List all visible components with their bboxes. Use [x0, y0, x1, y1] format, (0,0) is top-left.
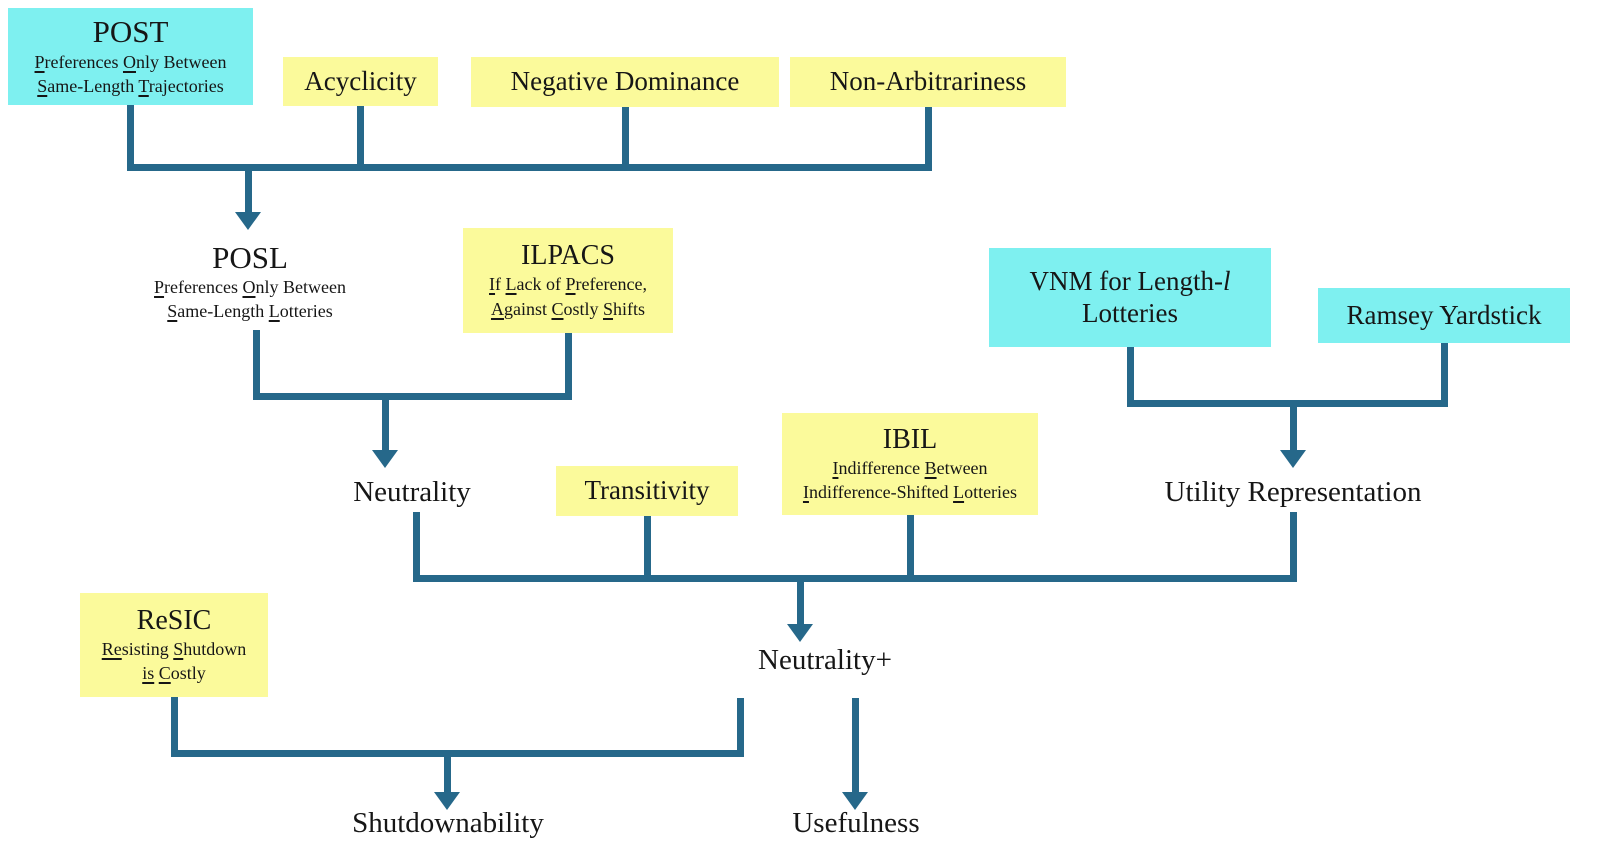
ibil-subtitle-line-2: Indifference-Shifted Lotteries [802, 482, 1018, 503]
arrow-to-usefulness-icon [842, 792, 868, 810]
vnm-label-line-1: VNM for Length-l [1029, 266, 1231, 297]
neutrality-plus-node: Neutrality+ [705, 641, 945, 681]
ibil-box: IBIL Indifference Between Indifference-S… [782, 413, 1038, 515]
acyclicity-leg [357, 106, 364, 171]
ibil-subtitle-line-1: Indifference Between [832, 457, 988, 478]
non-arbitrariness-box: Non-Arbitrariness [790, 57, 1066, 107]
post-subtitle-line-1: Preferences Only Between [34, 51, 227, 72]
resic-subtitle-line-2: is Costly [142, 663, 206, 684]
arrow-to-utility-representation-icon [1280, 450, 1306, 468]
arrow-to-neutrality-plus-icon [787, 624, 813, 642]
ramsey-yardstick-box: Ramsey Yardstick [1318, 288, 1570, 343]
usefulness-node: Usefulness [716, 804, 996, 844]
utility-representation-label: Utility Representation [1164, 476, 1422, 509]
posl-node: POSL Preferences Only Between Same-Lengt… [130, 234, 370, 330]
neutrality-label: Neutrality [353, 476, 471, 509]
negative-dominance-box: Negative Dominance [471, 57, 779, 107]
posl-subtitle-line-1: Preferences Only Between [154, 277, 346, 298]
ramsey-yardstick-label: Ramsey Yardstick [1346, 299, 1542, 330]
transitivity-box: Transitivity [556, 466, 738, 516]
connector-c-drop [1290, 400, 1297, 450]
ilpacs-subtitle-line-1: If Lack of Preference, [489, 274, 647, 295]
post-title: POST [92, 14, 169, 50]
ibil-leg [907, 515, 914, 582]
connector-b-drop [382, 393, 389, 450]
vnm-box: VNM for Length-l Lotteries [989, 248, 1271, 347]
non-arbitrariness-leg [925, 107, 932, 171]
resic-subtitle-line-1: Resisting Shutdown [101, 638, 247, 659]
transitivity-label: Transitivity [584, 475, 710, 506]
connector-a-bus [127, 164, 932, 171]
resic-title: ReSIC [136, 604, 212, 636]
negative-dominance-leg [622, 107, 629, 171]
posl-subtitle-line-2: Same-Length Lotteries [167, 301, 333, 322]
resic-leg [171, 697, 178, 757]
connector-d-bus [413, 575, 1297, 582]
arrow-to-posl-icon [235, 212, 261, 230]
connector-c-bus [1127, 400, 1448, 407]
connector-a-drop [245, 164, 252, 212]
connector-e-bus [171, 750, 744, 757]
posl-title: POSL [212, 239, 288, 275]
utility-representation-leg [1290, 512, 1297, 582]
ilpacs-leg [565, 333, 572, 400]
connector-b-bus [253, 393, 572, 400]
connector-d-drop [797, 575, 804, 624]
negative-dominance-label: Negative Dominance [510, 66, 740, 97]
ilpacs-box: ILPACS If Lack of Preference, Against Co… [463, 228, 673, 333]
transitivity-leg [644, 516, 651, 582]
acyclicity-box: Acyclicity [283, 57, 438, 106]
non-arbitrariness-label: Non-Arbitrariness [829, 66, 1027, 97]
shutdownability-label: Shutdownability [352, 807, 544, 840]
shutdownability-node: Shutdownability [308, 804, 588, 844]
ramsey-leg [1441, 343, 1448, 407]
post-leg [127, 105, 134, 171]
posl-leg [253, 330, 260, 400]
vnm-label-line-2: Lotteries [1082, 297, 1178, 328]
vnm-leg [1127, 347, 1134, 407]
connector-e-drop [444, 750, 451, 792]
neutrality-node: Neutrality [312, 474, 512, 512]
arrow-to-shutdownability-icon [434, 792, 460, 810]
usefulness-label: Usefulness [792, 807, 920, 840]
ibil-title: IBIL [882, 423, 938, 455]
neutrality-plus-left-leg [737, 698, 744, 757]
arrow-to-neutrality-icon [372, 450, 398, 468]
utility-representation-node: Utility Representation [1123, 474, 1463, 512]
neutrality-leg [413, 512, 420, 582]
acyclicity-label: Acyclicity [304, 65, 417, 96]
resic-box: ReSIC Resisting Shutdown is Costly [80, 593, 268, 697]
ilpacs-title: ILPACS [521, 240, 615, 272]
neutrality-plus-label: Neutrality+ [758, 644, 892, 677]
neutrality-plus-down-leg [852, 698, 859, 792]
ilpacs-subtitle-line-2: Against Costly Shifts [490, 298, 646, 319]
post-box: POST Preferences Only Between Same-Lengt… [8, 8, 253, 105]
post-subtitle-line-2: Same-Length Trajectories [37, 75, 224, 96]
